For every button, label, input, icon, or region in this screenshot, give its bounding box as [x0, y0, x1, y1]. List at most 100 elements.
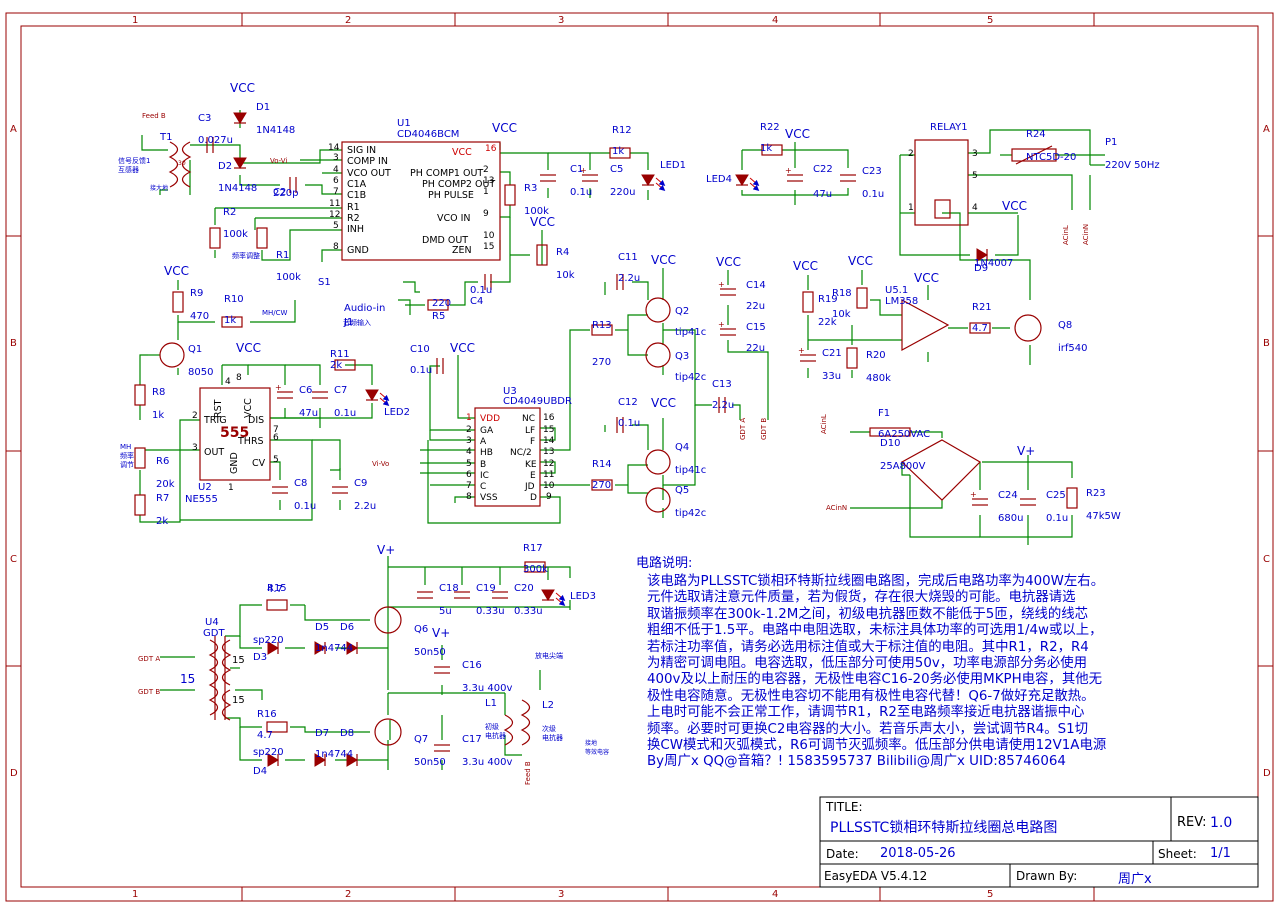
- svg-text:+: +: [785, 166, 792, 175]
- value-c8: 0.1u: [294, 501, 316, 512]
- part-f1: [869, 427, 911, 437]
- value-c15: 22u: [746, 343, 765, 354]
- part-c3: [206, 137, 214, 153]
- notes-line: 若标注功率值，请务必选用标注值或大于标注值的电阻。其中R1，R2，R4: [647, 639, 1089, 655]
- net-label-gdta: GDT A: [739, 418, 747, 440]
- ref-r12: R12: [612, 125, 632, 136]
- ref-c9: C9: [354, 478, 367, 489]
- u2-pin-name: RST: [213, 399, 224, 418]
- labels: U1 CD4046BCM SIG IN COMP IN VCO OUT C1A …: [118, 118, 978, 706]
- u3-pin-name: JD: [524, 482, 535, 492]
- ref-d3: D3: [253, 652, 267, 663]
- u3-pin-name: NC: [522, 414, 535, 424]
- relay-pin: 3: [972, 149, 978, 159]
- u1-pin-num: 3: [333, 153, 339, 163]
- date-value: 2018-05-26: [880, 846, 956, 861]
- ref-r21: R21: [972, 302, 992, 313]
- value-f1: 6A250VAC: [878, 429, 930, 440]
- notes-body: 该电路为PLLSSTC锁相环特斯拉线圈电路图，完成后电路功率为400W左右。 元…: [647, 574, 1176, 771]
- sheet-value: 1/1: [1210, 846, 1231, 861]
- ref-d2: D2: [218, 161, 232, 172]
- drawn-by-label: Drawn By:: [1016, 869, 1078, 883]
- ref-r20: R20: [866, 350, 886, 361]
- part-c20: [492, 591, 508, 599]
- ref-r2: R2: [223, 207, 236, 218]
- part-r17: [524, 561, 546, 573]
- value-d5: 1n4744: [315, 643, 353, 654]
- ref-r23: R23: [1086, 488, 1106, 499]
- notes-line: 为精密可调电阻。电容选取，低压部分可使用50v，功率电源部分务必使用: [647, 656, 1088, 672]
- value-q8: irf540: [1058, 343, 1088, 354]
- ref-c24: C24: [998, 490, 1018, 501]
- ref-led4: LED4: [706, 174, 732, 185]
- value-c9: 2.2u: [354, 501, 376, 512]
- u5-ref: U5.1: [885, 285, 908, 296]
- value-q6: 50n50: [414, 647, 446, 658]
- ref-r19: R19: [818, 294, 838, 305]
- value-c20: 0.33u: [514, 606, 543, 617]
- col-label: 3: [558, 15, 564, 26]
- circuit-notes: 电路说明: 该电路为PLLSSTC锁相环特斯拉线圈电路图，完成后电路功率为400…: [636, 552, 1176, 771]
- u2-pin-name: VCC: [243, 398, 254, 418]
- value-r10: 1k: [224, 315, 236, 326]
- rev-value: 1.0: [1210, 815, 1233, 831]
- value-q4: tip41c: [675, 465, 706, 476]
- ref-q7: Q7: [414, 734, 428, 745]
- ref-c22: C22: [813, 164, 833, 175]
- u3-pin-name: D: [530, 493, 537, 503]
- net-label-vcc: VCC: [230, 81, 255, 95]
- ref-c6: C6: [299, 385, 312, 396]
- part-d4: [267, 753, 279, 767]
- ref-l1: L1: [485, 698, 497, 709]
- ref-q1: Q1: [188, 344, 202, 355]
- part-c17: [434, 744, 450, 752]
- net-label-vcc: VCC: [848, 254, 873, 268]
- part-d6: [346, 641, 358, 655]
- part-led4: [735, 174, 760, 191]
- ref-s1: S1: [318, 277, 331, 288]
- value-q5: tip42c: [675, 508, 706, 519]
- u3-pin-num: 2: [466, 425, 472, 435]
- u3-pin-num: 13: [543, 447, 554, 457]
- part-c14: +: [718, 280, 736, 296]
- net-label-acinl: ACinL: [1062, 225, 1070, 245]
- part-c9: [332, 486, 348, 494]
- value-r22: 1k: [760, 143, 772, 154]
- passive-symbols: +++++++: [134, 112, 1078, 767]
- notes-line: 极性电容随意。无极性电容切不能用有极性电容代替！Q6-7做好充足散热。: [647, 688, 1095, 704]
- u3-ref: U3: [503, 386, 517, 397]
- net-label-vcc: VCC: [785, 127, 810, 141]
- u3-pin-num: 15: [543, 425, 554, 435]
- value-l1: 初级: [485, 722, 499, 731]
- ref-r16: R16: [257, 709, 277, 720]
- u1-pin-num: 16: [485, 144, 497, 154]
- ref-q5: Q5: [675, 485, 689, 496]
- ref-c18: C18: [439, 583, 459, 594]
- part-r24: [1011, 145, 1057, 165]
- ref-r4: R4: [556, 247, 569, 258]
- value-c22: 47u: [813, 189, 832, 200]
- ref-q4: Q4: [675, 442, 689, 453]
- u1-pin-num: 9: [483, 209, 489, 219]
- part-d9: [976, 248, 988, 262]
- u1-pin-name: VCC: [452, 147, 472, 158]
- part-r23: [1066, 487, 1078, 509]
- u1-pin-name: C1B: [347, 190, 366, 201]
- value-r15: 4.7: [267, 584, 283, 595]
- audio-input-note: 音频输入: [343, 318, 371, 327]
- col-label: 5: [987, 15, 993, 26]
- part-r12: [609, 147, 631, 159]
- net-label-vivo: Vi-Vo: [372, 460, 389, 468]
- u4-value: GDT: [203, 628, 225, 639]
- part-c10: [436, 358, 444, 374]
- value-r16: 4.7: [257, 730, 273, 741]
- value-c21: 33u: [822, 371, 841, 382]
- u2-pin-num: 1: [228, 483, 234, 493]
- net-label-acinn: ACinN: [1082, 224, 1090, 245]
- ref-c19: C19: [476, 583, 496, 594]
- part-c19: [454, 591, 470, 599]
- u3-pin-name: IC: [480, 471, 489, 481]
- part-r22: [761, 144, 783, 156]
- ref-c13: C13: [712, 379, 732, 390]
